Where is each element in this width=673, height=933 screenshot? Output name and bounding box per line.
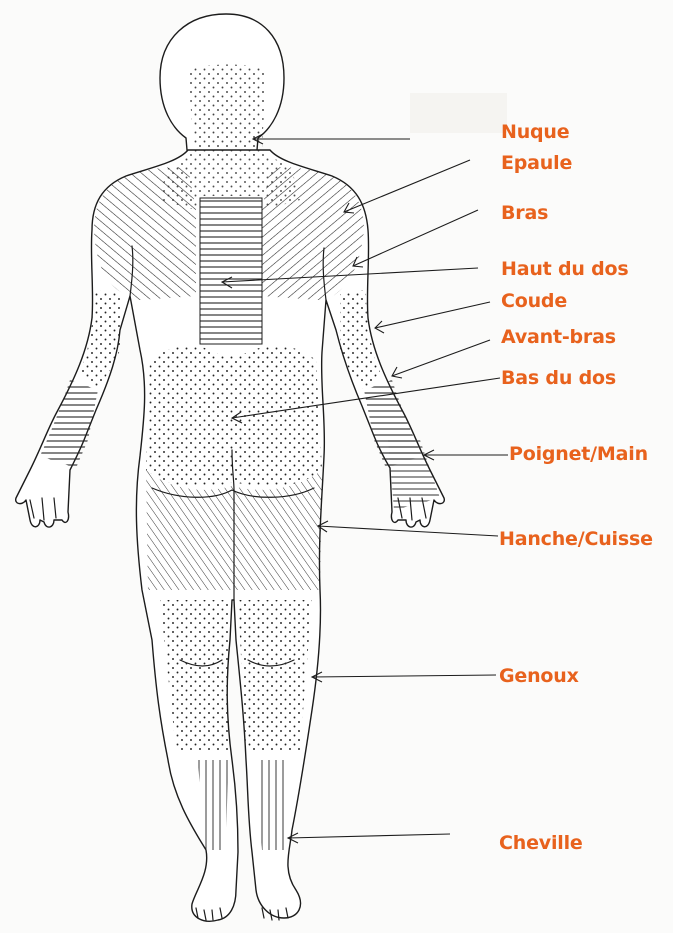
label-bas-du-dos: Bas du dos (501, 367, 616, 389)
label-avant-bras: Avant-bras (501, 326, 616, 348)
label-hanche-cuisse: Hanche/Cuisse (499, 528, 653, 550)
label-cheville: Cheville (499, 832, 583, 854)
label-bras: Bras (501, 202, 548, 224)
label-nuque: Nuque (501, 121, 569, 143)
shaded-zones (40, 65, 440, 851)
label-epaule: Epaule (501, 152, 572, 174)
label-poignet-main: Poignet/Main (509, 443, 648, 465)
label-haut-du-dos: Haut du dos (501, 258, 628, 280)
label-coude: Coude (501, 290, 567, 312)
label-genoux: Genoux (499, 665, 579, 687)
